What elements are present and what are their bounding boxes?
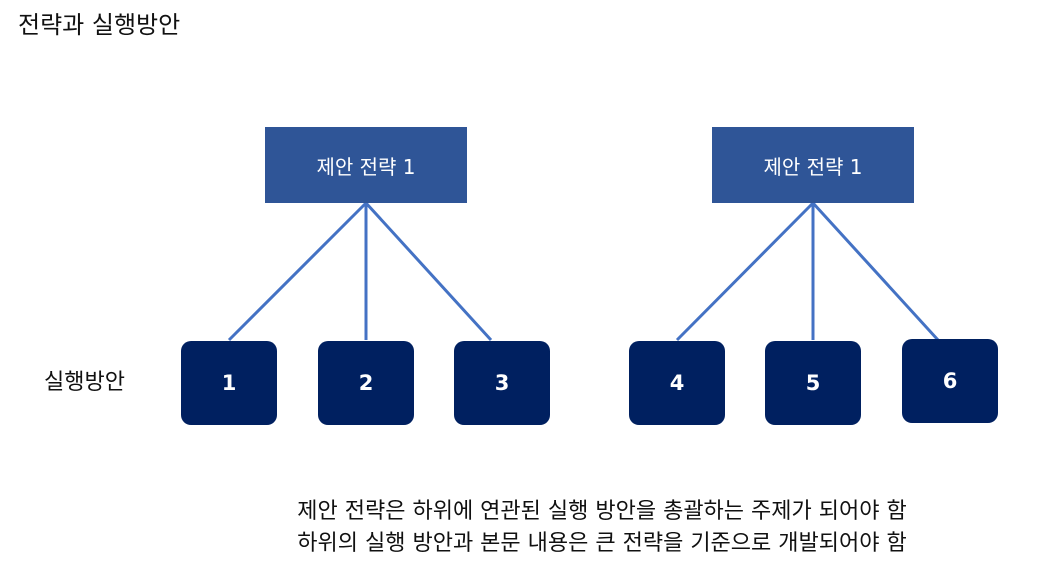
action-box-5: 5 bbox=[765, 341, 861, 425]
connector-line bbox=[364, 201, 493, 342]
description: 제안 전략은 하위에 연관된 실행 방안을 총괄하는 주제가 되어야 함 하위의… bbox=[212, 496, 992, 560]
connector-line bbox=[811, 201, 940, 342]
action-number: 5 bbox=[805, 371, 821, 395]
action-box-6: 6 bbox=[902, 339, 998, 423]
action-box-2: 2 bbox=[318, 341, 414, 425]
strategy-label: 제안 전략 1 bbox=[763, 154, 863, 179]
action-number: 2 bbox=[358, 371, 374, 395]
strategy-label: 제안 전략 1 bbox=[316, 154, 416, 179]
action-number: 1 bbox=[221, 371, 237, 395]
action-row-label: 실행방안 bbox=[44, 370, 125, 395]
strategy-box-1: 제안 전략 1 bbox=[265, 127, 467, 203]
connector-line bbox=[675, 201, 815, 342]
action-number: 3 bbox=[494, 371, 510, 395]
action-box-3: 3 bbox=[454, 341, 550, 425]
action-box-4: 4 bbox=[629, 341, 725, 425]
action-number: 4 bbox=[669, 371, 685, 395]
description-line-2: 하위의 실행 방안과 본문 내용은 큰 전략을 기준으로 개발되어야 함 bbox=[297, 531, 907, 556]
description-line-1: 제안 전략은 하위에 연관된 실행 방안을 총괄하는 주제가 되어야 함 bbox=[297, 499, 907, 524]
strategy-box-2: 제안 전략 1 bbox=[712, 127, 914, 203]
action-box-1: 1 bbox=[181, 341, 277, 425]
page-title: 전략과 실행방안 bbox=[18, 11, 181, 39]
connector-line bbox=[227, 201, 368, 342]
action-number: 6 bbox=[942, 369, 958, 393]
